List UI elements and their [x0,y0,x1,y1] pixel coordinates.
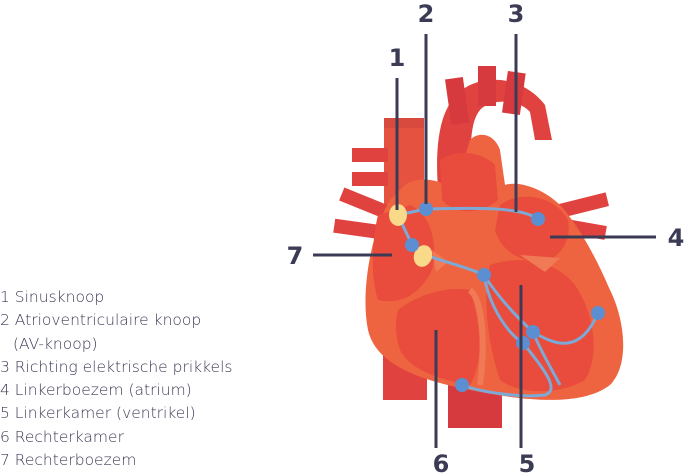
left-ventricle-chamber [486,260,594,392]
conduction-path-right-branch [461,274,553,398]
conduction-dot [477,268,491,282]
av-node [413,245,433,267]
callout-number-1: 1 [389,44,406,72]
callout-number-3: 3 [508,0,525,28]
right-atrium-chamber [372,205,435,302]
heart-body [365,134,624,400]
conduction-dot [455,378,469,392]
callout-number-2: 2 [418,0,435,28]
conduction-dot [526,325,540,339]
legend-item-5: 5 Linkerkamer (ventrikel) [0,404,196,423]
legend-item-4: 4 Linkerboezem (atrium) [0,381,192,400]
callout-numbers: 1 2 3 4 5 6 7 [287,0,685,476]
legend-item-7: 7 Rechterboezem [0,451,137,470]
left-atrium-chamber [495,196,569,262]
legend-item-6: 6 Rechterkamer [0,427,124,446]
callout-number-5: 5 [519,450,536,476]
callout-lines [313,34,656,448]
sinus-node [389,204,407,226]
callout-number-6: 6 [433,450,450,476]
conduction-dot [531,212,545,226]
conduction-dot [591,306,605,320]
legend-item-1: 1 Sinusknoop [0,288,105,306]
conduction-dot [516,336,530,350]
legend-item-2-continued: (AV-knoop) [13,334,98,353]
legend: 1 Sinusknoop 2 Atrioventriculaire knoop … [0,286,300,472]
nodes [389,202,605,392]
callout-number-4: 4 [668,224,685,252]
right-ventricle-chamber [395,289,480,385]
conduction-dot [405,238,419,252]
legend-item-3: 3 Richting elektrische prikkels [0,357,233,376]
legend-item-2: 2 Atrioventriculaire knoop [0,311,202,330]
callout-number-7: 7 [287,242,304,270]
conduction-dot [419,202,433,216]
